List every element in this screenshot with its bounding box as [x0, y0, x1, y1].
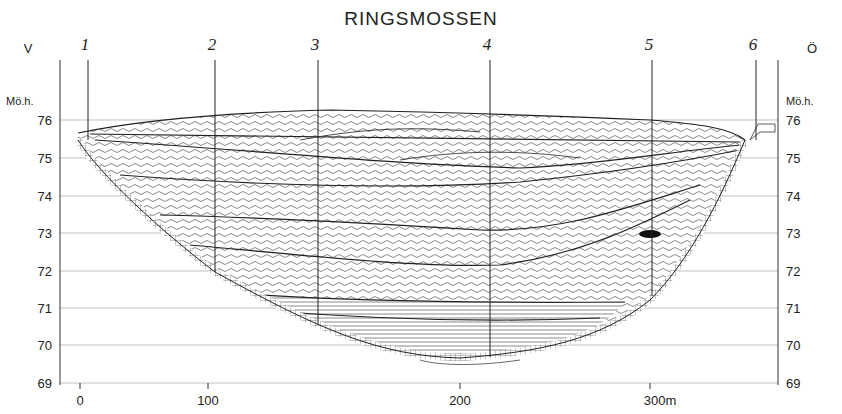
direction-letter: V — [24, 42, 33, 55]
elevation-number: 69 — [38, 377, 52, 390]
elevation-number: 74 — [38, 190, 52, 203]
axis-unit: Mö.h. — [6, 96, 34, 107]
elevation-number: 71 — [786, 302, 800, 315]
borehole-number: 6 — [749, 36, 758, 53]
distance-number: 200 — [449, 394, 471, 407]
distance-number: 100 — [197, 394, 219, 407]
elevation-number: 75 — [786, 152, 800, 165]
title: RINGSMOSSEN — [344, 9, 498, 28]
elevation-number: 71 — [38, 302, 52, 315]
borehole-number: 4 — [483, 36, 492, 53]
borehole-number: 1 — [81, 36, 90, 53]
distance-number: 300m — [644, 394, 677, 407]
elevation-number: 72 — [786, 265, 800, 278]
elevation-number: 74 — [786, 190, 800, 203]
borehole-number: 3 — [311, 36, 320, 53]
axis-unit: Mö.h. — [786, 96, 814, 107]
elevation-number: 70 — [38, 339, 52, 352]
direction-letter: Ö — [807, 42, 817, 55]
elevation-number: 69 — [786, 377, 800, 390]
elevation-number: 73 — [786, 227, 800, 240]
borehole-number: 2 — [208, 36, 217, 53]
elevation-number: 75 — [38, 152, 52, 165]
elevation-number: 76 — [38, 114, 52, 127]
distance-number: 0 — [76, 394, 83, 407]
elevation-number: 70 — [786, 339, 800, 352]
elevation-number: 72 — [38, 265, 52, 278]
borehole-number: 5 — [645, 36, 654, 53]
elevation-number: 76 — [786, 114, 800, 127]
elevation-number: 73 — [38, 227, 52, 240]
